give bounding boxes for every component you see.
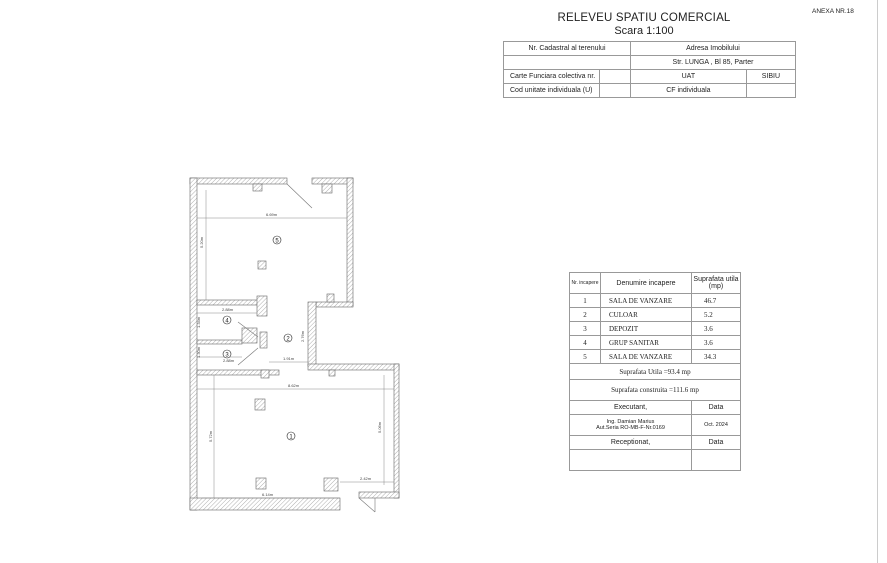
col-area: Suprafata utila (mp) [691,272,741,294]
dim-label: 1.30m [196,346,201,358]
room-numbers: 1 2 3 4 5 [225,239,293,441]
room-marker-2 [283,333,293,343]
room-number: 1 [289,435,293,441]
dim-label: 5.72m [208,430,213,442]
room-markers [222,235,296,441]
dim-label: 2.42m [360,476,372,481]
dim-label: 5.20m [199,236,204,248]
dim-label: 6.14m [262,492,274,497]
room-marker-5 [272,235,282,245]
dimension-lines [197,190,394,499]
room-number: 2 [286,337,290,343]
dimension-labels: 6.69m 5.20m 2.88m 1.34m 2.76m 1.30m 2.88… [196,212,382,497]
cf-individual-value [745,83,797,98]
dim-label: 6.69m [266,212,278,217]
room-number: 3 [225,353,229,359]
dim-label: 5.06m [377,421,382,433]
dim-label: 8.62m [288,383,300,388]
executant-auth: Aut.Seria RO-MB-F-Nr.0169 [596,425,665,431]
walls [189,177,400,511]
cf-individual-label: CF individuala [630,83,747,98]
room-number: 4 [225,319,229,325]
receptionat-date [691,449,741,471]
annex-number: ANEXA NR.18 [812,8,854,15]
room-marker-1 [286,431,296,441]
dim-label: 1.91m [283,356,295,361]
dim-label: 1.34m [196,316,201,328]
room-marker-3 [222,349,232,359]
executant-name: Ing. Damian Marius [606,419,655,425]
dim-label: 2.88m [222,307,234,312]
door-swings [237,183,376,513]
document-scale: Scara 1:100 [614,25,674,37]
dim-label: 2.88m [223,358,235,363]
room-marker-4 [222,315,232,325]
unit-code-value [598,83,632,98]
room-number: 5 [275,239,279,245]
document-title: RELEVEU SPATIU COMERCIAL [557,12,731,24]
page-edge [877,0,878,563]
dim-label: 2.76m [300,330,305,342]
